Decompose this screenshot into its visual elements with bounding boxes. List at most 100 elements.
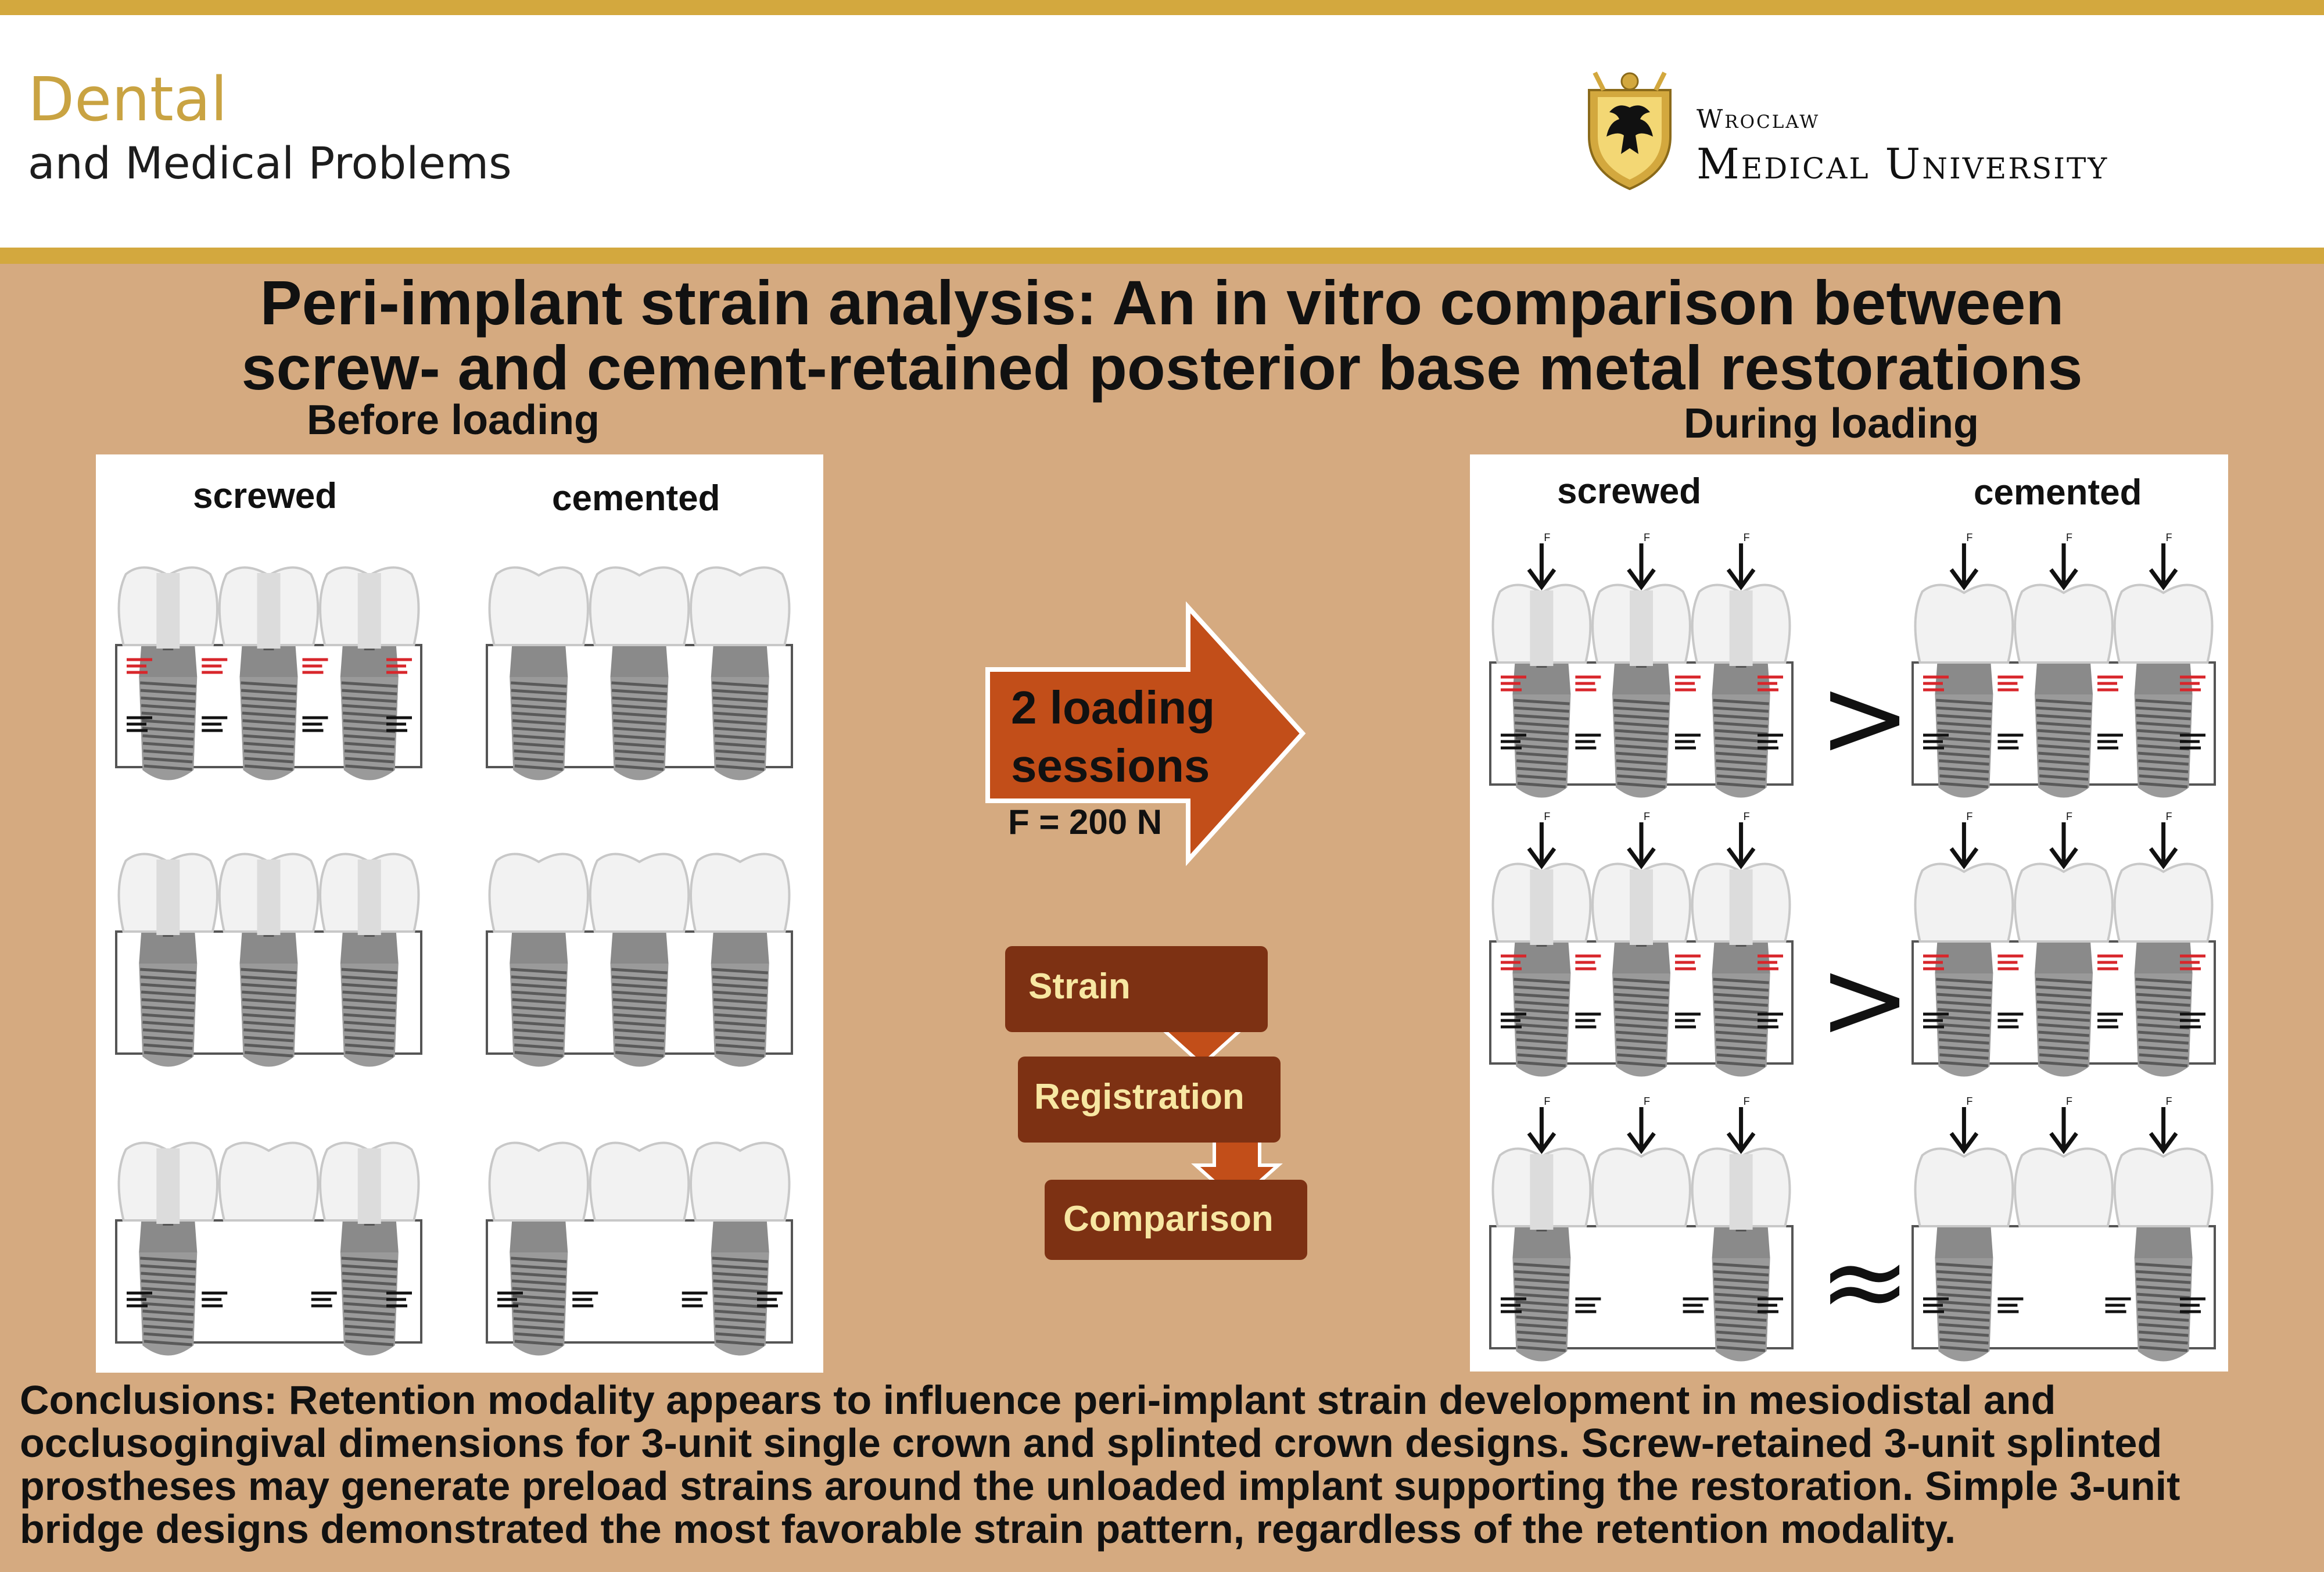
- force-arrow-head: [1527, 568, 1556, 590]
- screw-channel: [1530, 1154, 1554, 1230]
- thread: [513, 1309, 565, 1316]
- thread: [1514, 1262, 1570, 1269]
- screw-channel: [1630, 590, 1653, 666]
- thread: [2038, 1038, 2089, 1045]
- thread: [1716, 1053, 1766, 1060]
- poster-title-line2: screw- and cement-retained posterior bas…: [241, 332, 2083, 403]
- thread: [512, 711, 566, 718]
- thread: [1937, 1292, 1991, 1299]
- thread: [1515, 1008, 1569, 1015]
- thread: [1515, 1292, 1569, 1299]
- thread: [513, 1317, 564, 1324]
- thread: [342, 975, 397, 982]
- thread: [1938, 1030, 1990, 1037]
- thread: [140, 1264, 196, 1271]
- thread: [243, 1028, 294, 1035]
- thread: [241, 983, 296, 990]
- thread: [1713, 706, 1769, 713]
- thread: [2036, 714, 2091, 721]
- thread: [345, 1051, 394, 1058]
- thread: [512, 1294, 565, 1301]
- thread: [343, 1020, 395, 1027]
- thread: [241, 975, 297, 982]
- thread: [1937, 1000, 1991, 1007]
- thread: [513, 742, 564, 749]
- thread: [140, 1256, 196, 1263]
- flow-step-strain: Strain: [1005, 946, 1268, 1032]
- thread: [1715, 751, 1767, 758]
- crown: [690, 853, 791, 933]
- crown: [1914, 862, 2014, 943]
- journal-subtitle: and Medical Problems: [28, 137, 512, 189]
- thread: [2135, 699, 2192, 706]
- thread: [511, 696, 566, 703]
- conclusion-line1: Conclusions: Retention modality appears …: [20, 1377, 2056, 1423]
- thread: [613, 719, 666, 726]
- thread: [612, 990, 666, 997]
- thread: [241, 696, 296, 703]
- before-loading-implants: [115, 566, 793, 1356]
- thread: [1515, 744, 1568, 751]
- thread: [1939, 1061, 1988, 1068]
- thread: [512, 1005, 565, 1012]
- thread: [1939, 1330, 1989, 1337]
- thread: [1938, 744, 1990, 751]
- thread: [144, 1051, 192, 1058]
- thread: [1515, 1285, 1569, 1292]
- thread: [513, 1020, 565, 1027]
- thread: [715, 1028, 766, 1035]
- thread: [1938, 1015, 1991, 1022]
- thread: [2038, 744, 2090, 751]
- thread: [2139, 1061, 2188, 1068]
- thread: [1716, 1045, 1766, 1052]
- thread: [1936, 1262, 1992, 1269]
- thread: [242, 998, 296, 1005]
- thread: [511, 968, 567, 975]
- thread: [141, 998, 195, 1005]
- thread: [243, 734, 295, 741]
- loading-sessions-text: 2 loading sessions: [1011, 679, 1215, 795]
- thread: [1517, 774, 1566, 781]
- force-symbol: F: [1544, 1095, 1550, 1107]
- crown: [690, 1141, 791, 1222]
- thread: [1617, 1061, 1666, 1068]
- crown: [589, 853, 690, 933]
- thread: [2038, 759, 2089, 766]
- thread: [715, 749, 765, 756]
- thread: [2139, 774, 2188, 781]
- thread: [243, 1036, 294, 1043]
- thread: [1517, 782, 1566, 789]
- force-symbol: F: [2066, 811, 2072, 822]
- thread: [140, 689, 196, 696]
- thread: [144, 1043, 193, 1050]
- thread: [2037, 1008, 2090, 1015]
- thread: [715, 1324, 765, 1331]
- thread: [242, 726, 295, 733]
- thread: [1516, 1323, 1567, 1330]
- thread: [1615, 729, 1668, 736]
- thread: [1714, 1292, 1768, 1299]
- thread: [2136, 729, 2190, 736]
- thread: [712, 1256, 768, 1263]
- thread: [1514, 993, 1569, 1000]
- crown: [2113, 862, 2214, 943]
- thread: [1516, 1045, 1567, 1052]
- thread: [514, 764, 563, 771]
- thread: [514, 749, 564, 756]
- thread: [2037, 736, 2090, 743]
- thread: [1938, 1315, 1990, 1322]
- thread: [615, 1043, 664, 1050]
- thread: [2136, 1277, 2191, 1284]
- thread: [2037, 1015, 2090, 1022]
- thread: [142, 1028, 193, 1035]
- thread: [1613, 699, 1670, 706]
- thread: [2038, 1030, 2089, 1037]
- crown: [218, 1141, 320, 1222]
- thread: [613, 1005, 666, 1012]
- thread: [1937, 1285, 1991, 1292]
- thread: [1516, 767, 1567, 774]
- thread: [1615, 1023, 1667, 1030]
- force-arrow-head: [1627, 568, 1656, 590]
- thread: [512, 726, 565, 733]
- force-symbol: F: [1966, 1095, 1972, 1107]
